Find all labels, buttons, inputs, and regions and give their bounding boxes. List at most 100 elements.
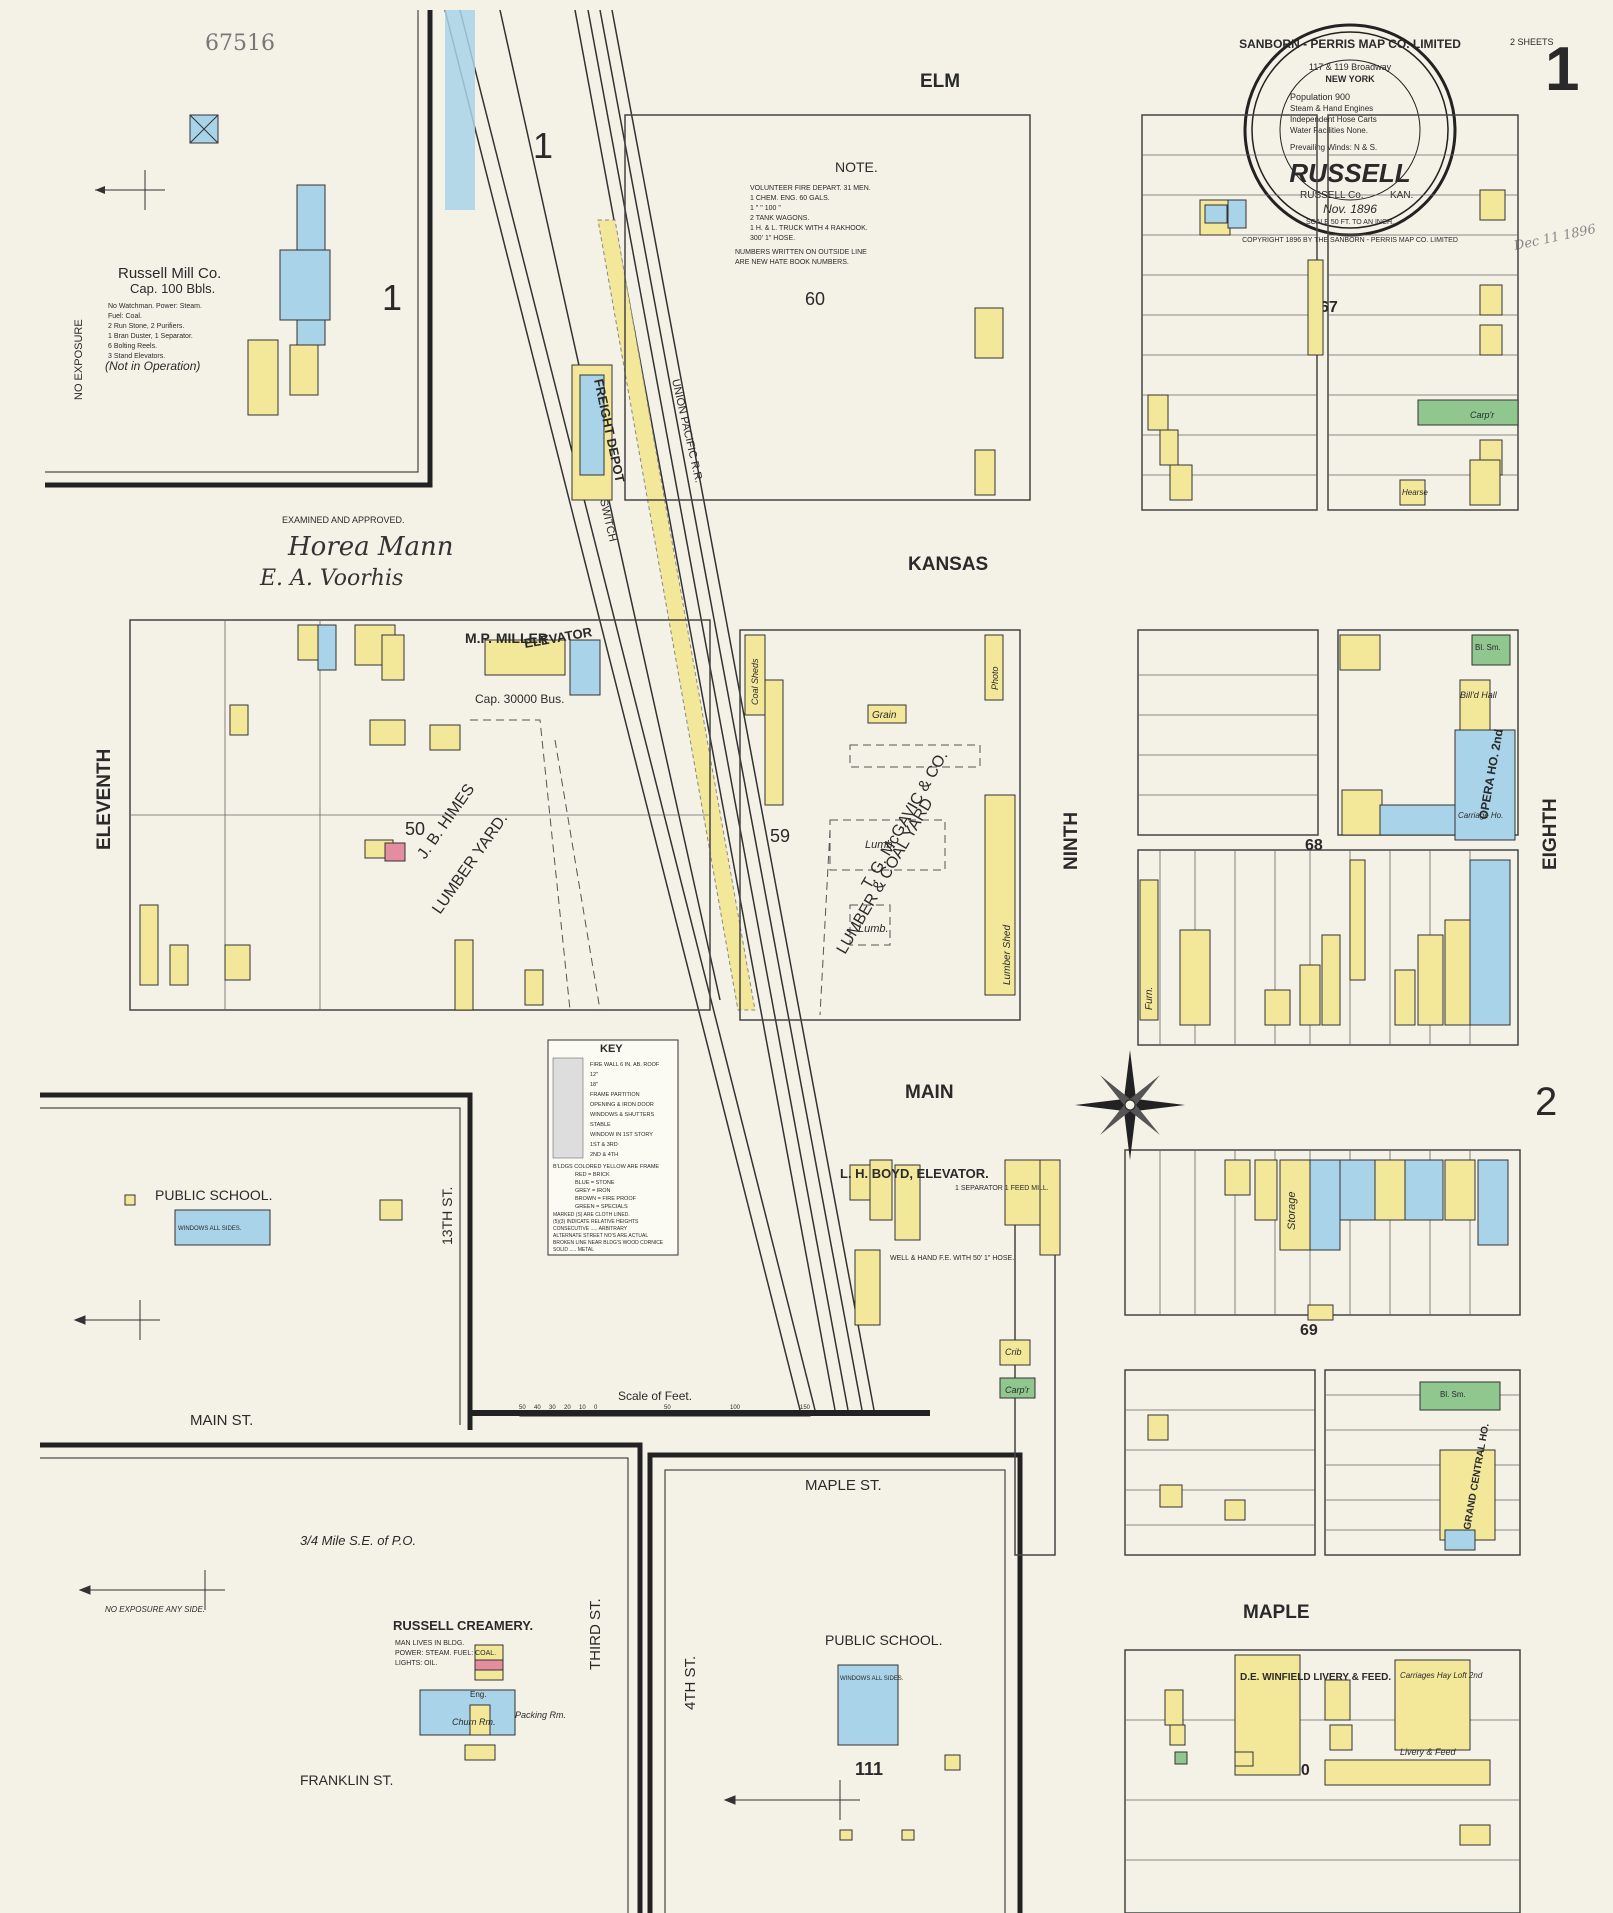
- platform-strip: [597, 219, 756, 1011]
- seal-city: NEW YORK: [1325, 74, 1375, 84]
- creamery: [78, 1570, 516, 1761]
- block-60: 60: [805, 289, 825, 309]
- scale-tick-7: 50: [664, 1405, 671, 1411]
- sheet-number: 1: [1545, 35, 1579, 104]
- scale-title: Scale of Feet.: [618, 1389, 692, 1403]
- crib-label: Crib: [1005, 1347, 1022, 1357]
- miller-label: M.P. MILLER: [465, 630, 548, 646]
- block-50: 50: [405, 819, 425, 839]
- school-23-label: PUBLIC SCHOOL.: [155, 1187, 272, 1203]
- seal-population: Population 900: [1290, 92, 1350, 102]
- key-row-9: 1ST & 3RD: [590, 1142, 618, 1148]
- seal-scale: SCALE 50 FT. TO AN INCH.: [1306, 219, 1394, 226]
- block-69: 69: [1300, 1322, 1318, 1339]
- mill-inset: [45, 10, 433, 488]
- title-seal: SANBORN - PERRIS MAP CO. LIMITED 117 & 1…: [1239, 23, 1461, 244]
- key-row-5: OPENING & IRON DOOR: [590, 1102, 654, 1108]
- scale-tick-4: 20: [564, 1405, 571, 1411]
- key-row-4: FRAME PARTITION: [590, 1092, 640, 1098]
- school-111-windows: WINDOWS ALL SIDES.: [840, 1676, 904, 1682]
- creamery-note-1: MAN LIVES IN BLDG.: [395, 1640, 464, 1647]
- boyd-elevator: [849, 1159, 921, 1326]
- key-misc-3: CONSECUTIVE ..... ARBITRARY: [553, 1226, 628, 1232]
- elevator-capacity: Cap. 30000 Bus.: [475, 692, 564, 706]
- key-color-4: GREY = IRON: [575, 1188, 611, 1194]
- key-row-10: 2ND & 4TH: [590, 1152, 618, 1158]
- key-misc-6: SOLID ..... METAL: [553, 1247, 594, 1253]
- block-67: 67: [1320, 299, 1338, 316]
- block-60-buildings: [974, 307, 1004, 496]
- hay-loft-label: Carriages Hay Loft 2nd: [1400, 1671, 1483, 1680]
- note-line-2: 1 CHEM. ENG. 60 GALS.: [750, 195, 830, 202]
- seal-engines: Steam & Hand Engines: [1290, 104, 1373, 113]
- street-fourth: 4TH ST.: [682, 1656, 699, 1710]
- scale-tick-5: 10: [579, 1405, 586, 1411]
- photo-label: Photo: [990, 666, 1000, 690]
- scale-tick-3: 30: [549, 1405, 556, 1411]
- block-70-buildings: [1164, 1654, 1491, 1846]
- school-inset: [40, 1092, 473, 1430]
- mill-note-5: 6 Bolting Reels.: [108, 343, 157, 350]
- boyd-note: 1 SEPARATOR 1 FEED MILL.: [955, 1185, 1049, 1192]
- examined-label: EXAMINED AND APPROVED.: [282, 515, 405, 525]
- seal-company: SANBORN - PERRIS MAP CO. LIMITED: [1239, 37, 1461, 51]
- mill-capacity: Cap. 100 Bbls.: [130, 281, 215, 296]
- block-67-buildings: [1147, 189, 1519, 506]
- key-misc-4: ALTERNATE STREET NO'S ARE ACTUAL: [553, 1233, 648, 1239]
- mill-note-2: Fuel: Coal.: [108, 313, 142, 320]
- blsm-label-2: Bl. Sm.: [1440, 1390, 1466, 1399]
- street-eleventh: ELEVENTH: [94, 749, 115, 850]
- mill-note-4: 1 Bran Duster, 1 Separator.: [108, 333, 193, 340]
- adjacent-sheet-number: 2: [1535, 1080, 1557, 1124]
- key-color-3: BLUE = STONE: [575, 1180, 615, 1186]
- note-line-6: 300' 1" HOSE.: [750, 235, 795, 242]
- block-1-inset: 1: [382, 277, 402, 318]
- note-title: NOTE.: [835, 159, 878, 175]
- mill-inset-content: Russell Mill Co. Cap. 100 Bbls. No Watch…: [73, 114, 331, 416]
- school-111: [723, 1664, 961, 1841]
- billiard-label: Bill'd Hall: [1460, 690, 1498, 700]
- hearse-label: Hearse: [1402, 488, 1428, 497]
- scale-tick-6: 0: [594, 1405, 598, 1411]
- mill-note-1: No Watchman. Power: Steam.: [108, 303, 202, 310]
- carp-label-1: Carp'r: [1470, 410, 1495, 420]
- seal-copyright: COPYRIGHT 1896 BY THE SANBORN - PERRIS M…: [1242, 237, 1458, 244]
- note-line-8: ARE NEW HATE BOOK NUMBERS.: [735, 259, 849, 266]
- mill-status: (Not in Operation): [105, 359, 200, 373]
- key-row-7: STABLE: [590, 1122, 611, 1128]
- block-59-content: [744, 634, 1016, 996]
- note-line-5: 1 H. & L. TRUCK WITH 4 RAKHOOK.: [750, 225, 868, 232]
- key-title: KEY: [600, 1043, 623, 1055]
- scale-tick-1: 50: [519, 1405, 526, 1411]
- scale-bar: Scale of Feet. 50 40 30 20 10 0 50 100 1…: [519, 1389, 811, 1417]
- street-13th: 13TH ST.: [439, 1187, 455, 1245]
- street-elm: ELM: [920, 71, 960, 92]
- no-exposure-any: NO EXPOSURE ANY SIDE.: [105, 1605, 205, 1614]
- mcgavic-sheds: [819, 744, 981, 1016]
- note-panel: NOTE. VOLUNTEER FIRE DEPART. 31 MEN. 1 C…: [735, 159, 878, 266]
- mill-note-6: 3 Stand Elevators.: [108, 353, 165, 360]
- key-row-1: FIRE WALL 6 IN. AB. ROOF: [590, 1062, 660, 1068]
- himes-lumber-sheds: [470, 719, 601, 1011]
- sheets-note: 2 SHEETS: [1510, 37, 1554, 47]
- seal-town: RUSSELL: [1289, 158, 1410, 188]
- boyd-label: L. H. BOYD, ELEVATOR.: [840, 1166, 989, 1181]
- block-111: 111: [855, 1759, 883, 1779]
- creamery-note-3: LIGHTS: OIL.: [395, 1660, 437, 1667]
- ref-code: 67516: [205, 31, 275, 56]
- block-50-content: [139, 624, 601, 1011]
- street-main: MAIN: [905, 1082, 954, 1103]
- school-111-label: PUBLIC SCHOOL.: [825, 1632, 942, 1648]
- carriage-label: Carriage Ho.: [1458, 811, 1503, 820]
- scale-tick-8: 100: [730, 1405, 741, 1411]
- block-68-buildings: [1139, 634, 1516, 1026]
- key-row-6: WINDOWS & SHUTTERS: [590, 1112, 654, 1118]
- block-1-main: 1: [533, 125, 553, 166]
- lumb-label-1: Lumb.: [865, 839, 896, 851]
- scale-tick-9: 150: [800, 1405, 811, 1411]
- block-numbers: 1 1 60 67 50 59 68 69 70 23 111: [245, 125, 1338, 1779]
- top-building-blue: [445, 10, 475, 210]
- seal-date: Nov. 1896: [1323, 202, 1377, 216]
